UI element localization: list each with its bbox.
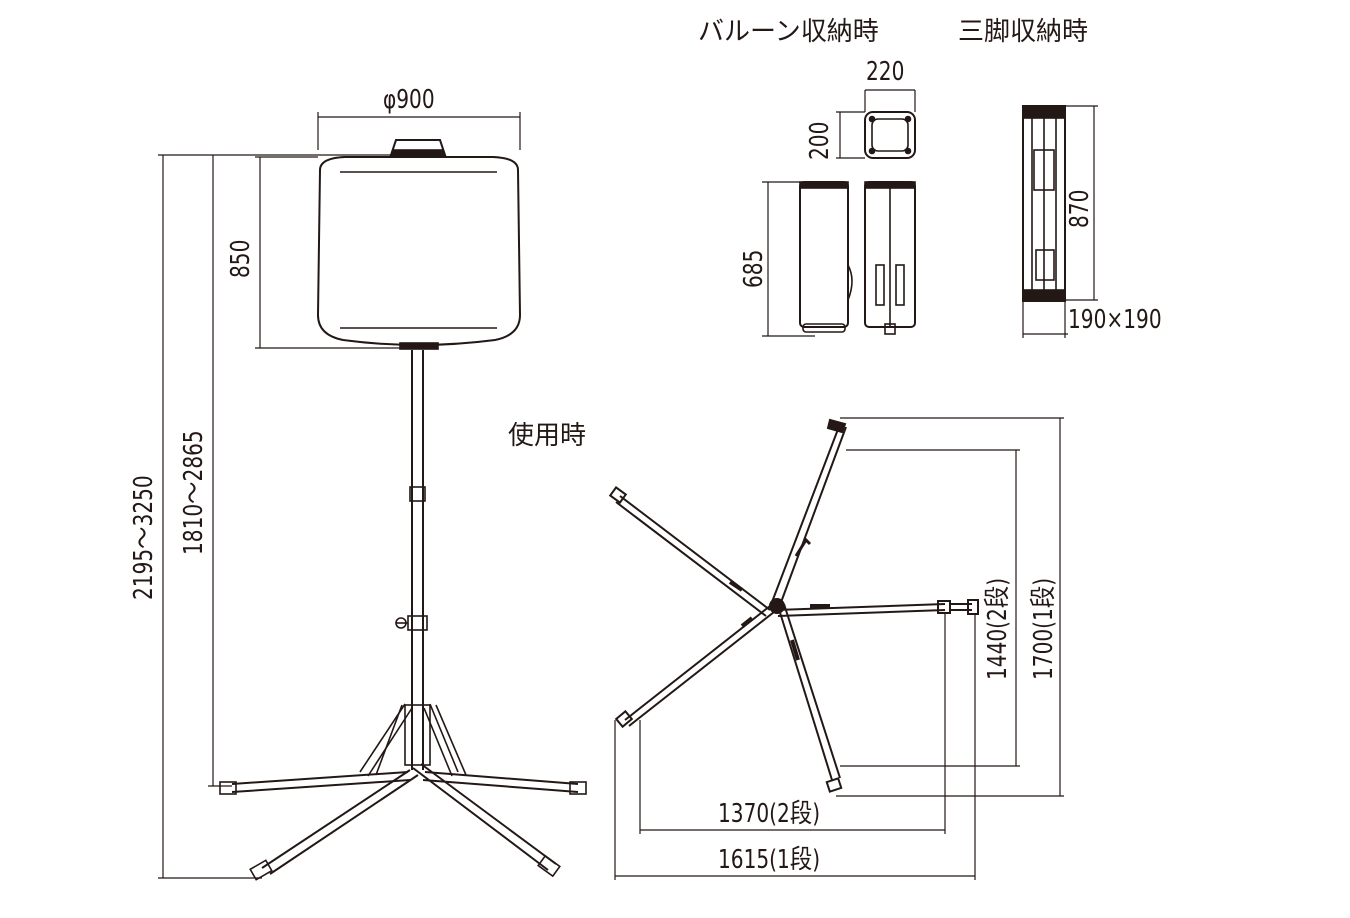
- in-use-heading: 使用時: [508, 421, 587, 451]
- tripod-stored-heading: 三脚収納時: [958, 17, 1089, 47]
- side-view-dimension-lines: [158, 112, 521, 879]
- tripod-stored: [1022, 105, 1066, 302]
- top-view-dimension-lines: [614, 417, 1064, 880]
- height-2-label: 2195～3250: [129, 475, 159, 600]
- tripod-height-label: 870: [1065, 189, 1095, 228]
- case-height-label: 685: [739, 249, 769, 288]
- balloon-stored-heading: バルーン収納時: [698, 17, 879, 47]
- side-view-balloon-light: [219, 139, 587, 881]
- tripod-dimension-lines: [1022, 105, 1098, 338]
- depth-2-stage-label: 1440(2段): [983, 577, 1013, 680]
- case-depth-label: 200: [805, 121, 835, 160]
- case-dimension-lines: [762, 89, 916, 337]
- tripod-footprint-label: 190×190: [1068, 305, 1162, 335]
- depth-1-stage-label: 1700(1段): [1029, 577, 1059, 680]
- span-2-stage-label: 1370(2段): [718, 799, 821, 829]
- height-1-label: 1810～2865: [179, 430, 209, 555]
- balloon-diameter-label: φ900: [383, 85, 435, 115]
- balloon-height-label: 850: [226, 239, 256, 278]
- balloon-stored-case: [799, 111, 916, 335]
- span-1-stage-label: 1615(1段): [718, 845, 821, 875]
- top-view-star-legs: [608, 418, 979, 793]
- case-width-label: 220: [866, 57, 905, 87]
